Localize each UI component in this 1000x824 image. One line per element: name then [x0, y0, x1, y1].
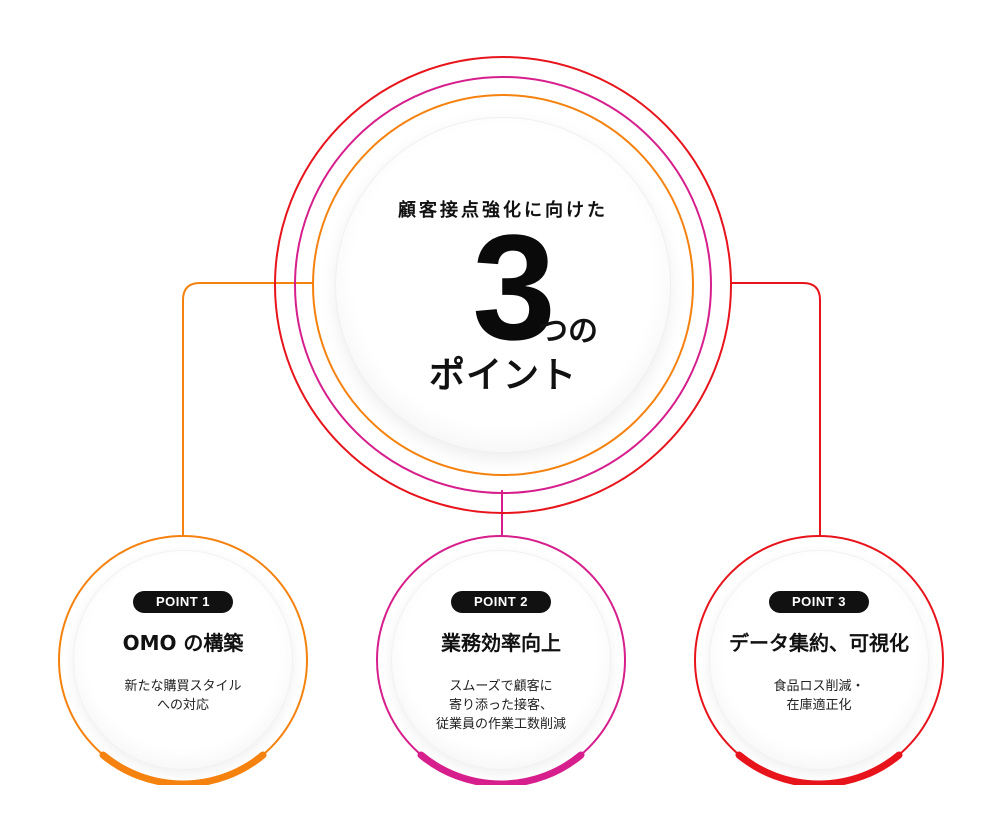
point-disc	[74, 551, 292, 769]
point-badge: POINT 3	[769, 591, 869, 613]
hero-number: 3	[472, 203, 555, 371]
point-card-1: POINT 1 OMO の構築 新たな購買スタイル への対応	[58, 535, 308, 785]
point-disc	[710, 551, 928, 769]
point-card-3: POINT 3 データ集約、可視化 食品ロス削減・ 在庫適正化	[694, 535, 944, 785]
point-card-2: POINT 2 業務効率向上 スムーズで顧客に 寄り添った接客、 従業員の作業工…	[376, 535, 626, 785]
hero-subtitle: 顧客接点強化に向けた	[398, 200, 608, 221]
point-title: 業務効率向上	[441, 631, 561, 655]
point-badge: POINT 1	[133, 591, 233, 613]
point-title: データ集約、可視化	[729, 631, 909, 655]
hero-unit: つの	[538, 314, 598, 349]
hero-disc	[336, 118, 670, 452]
connector-point1	[182, 282, 314, 535]
hero-middle-ring	[294, 76, 712, 494]
point-disc	[392, 551, 610, 769]
point-badge: POINT 2	[451, 591, 551, 613]
connector-point3	[730, 282, 821, 535]
point-description: 新たな購買スタイル への対応	[124, 679, 242, 713]
point-accent-arc	[417, 751, 585, 785]
hero-inner-ring	[312, 94, 694, 476]
point-accent-arc	[735, 751, 903, 785]
point-description: スムーズで顧客に 寄り添った接客、 従業員の作業工数削減	[435, 679, 566, 732]
hero-word: ポイント	[428, 355, 577, 396]
hero-outer-ring	[274, 56, 732, 514]
point-description: 食品ロス削減・ 在庫適正化	[773, 679, 865, 713]
point-accent-arc	[99, 751, 267, 785]
point-title: OMO の構築	[122, 631, 244, 655]
